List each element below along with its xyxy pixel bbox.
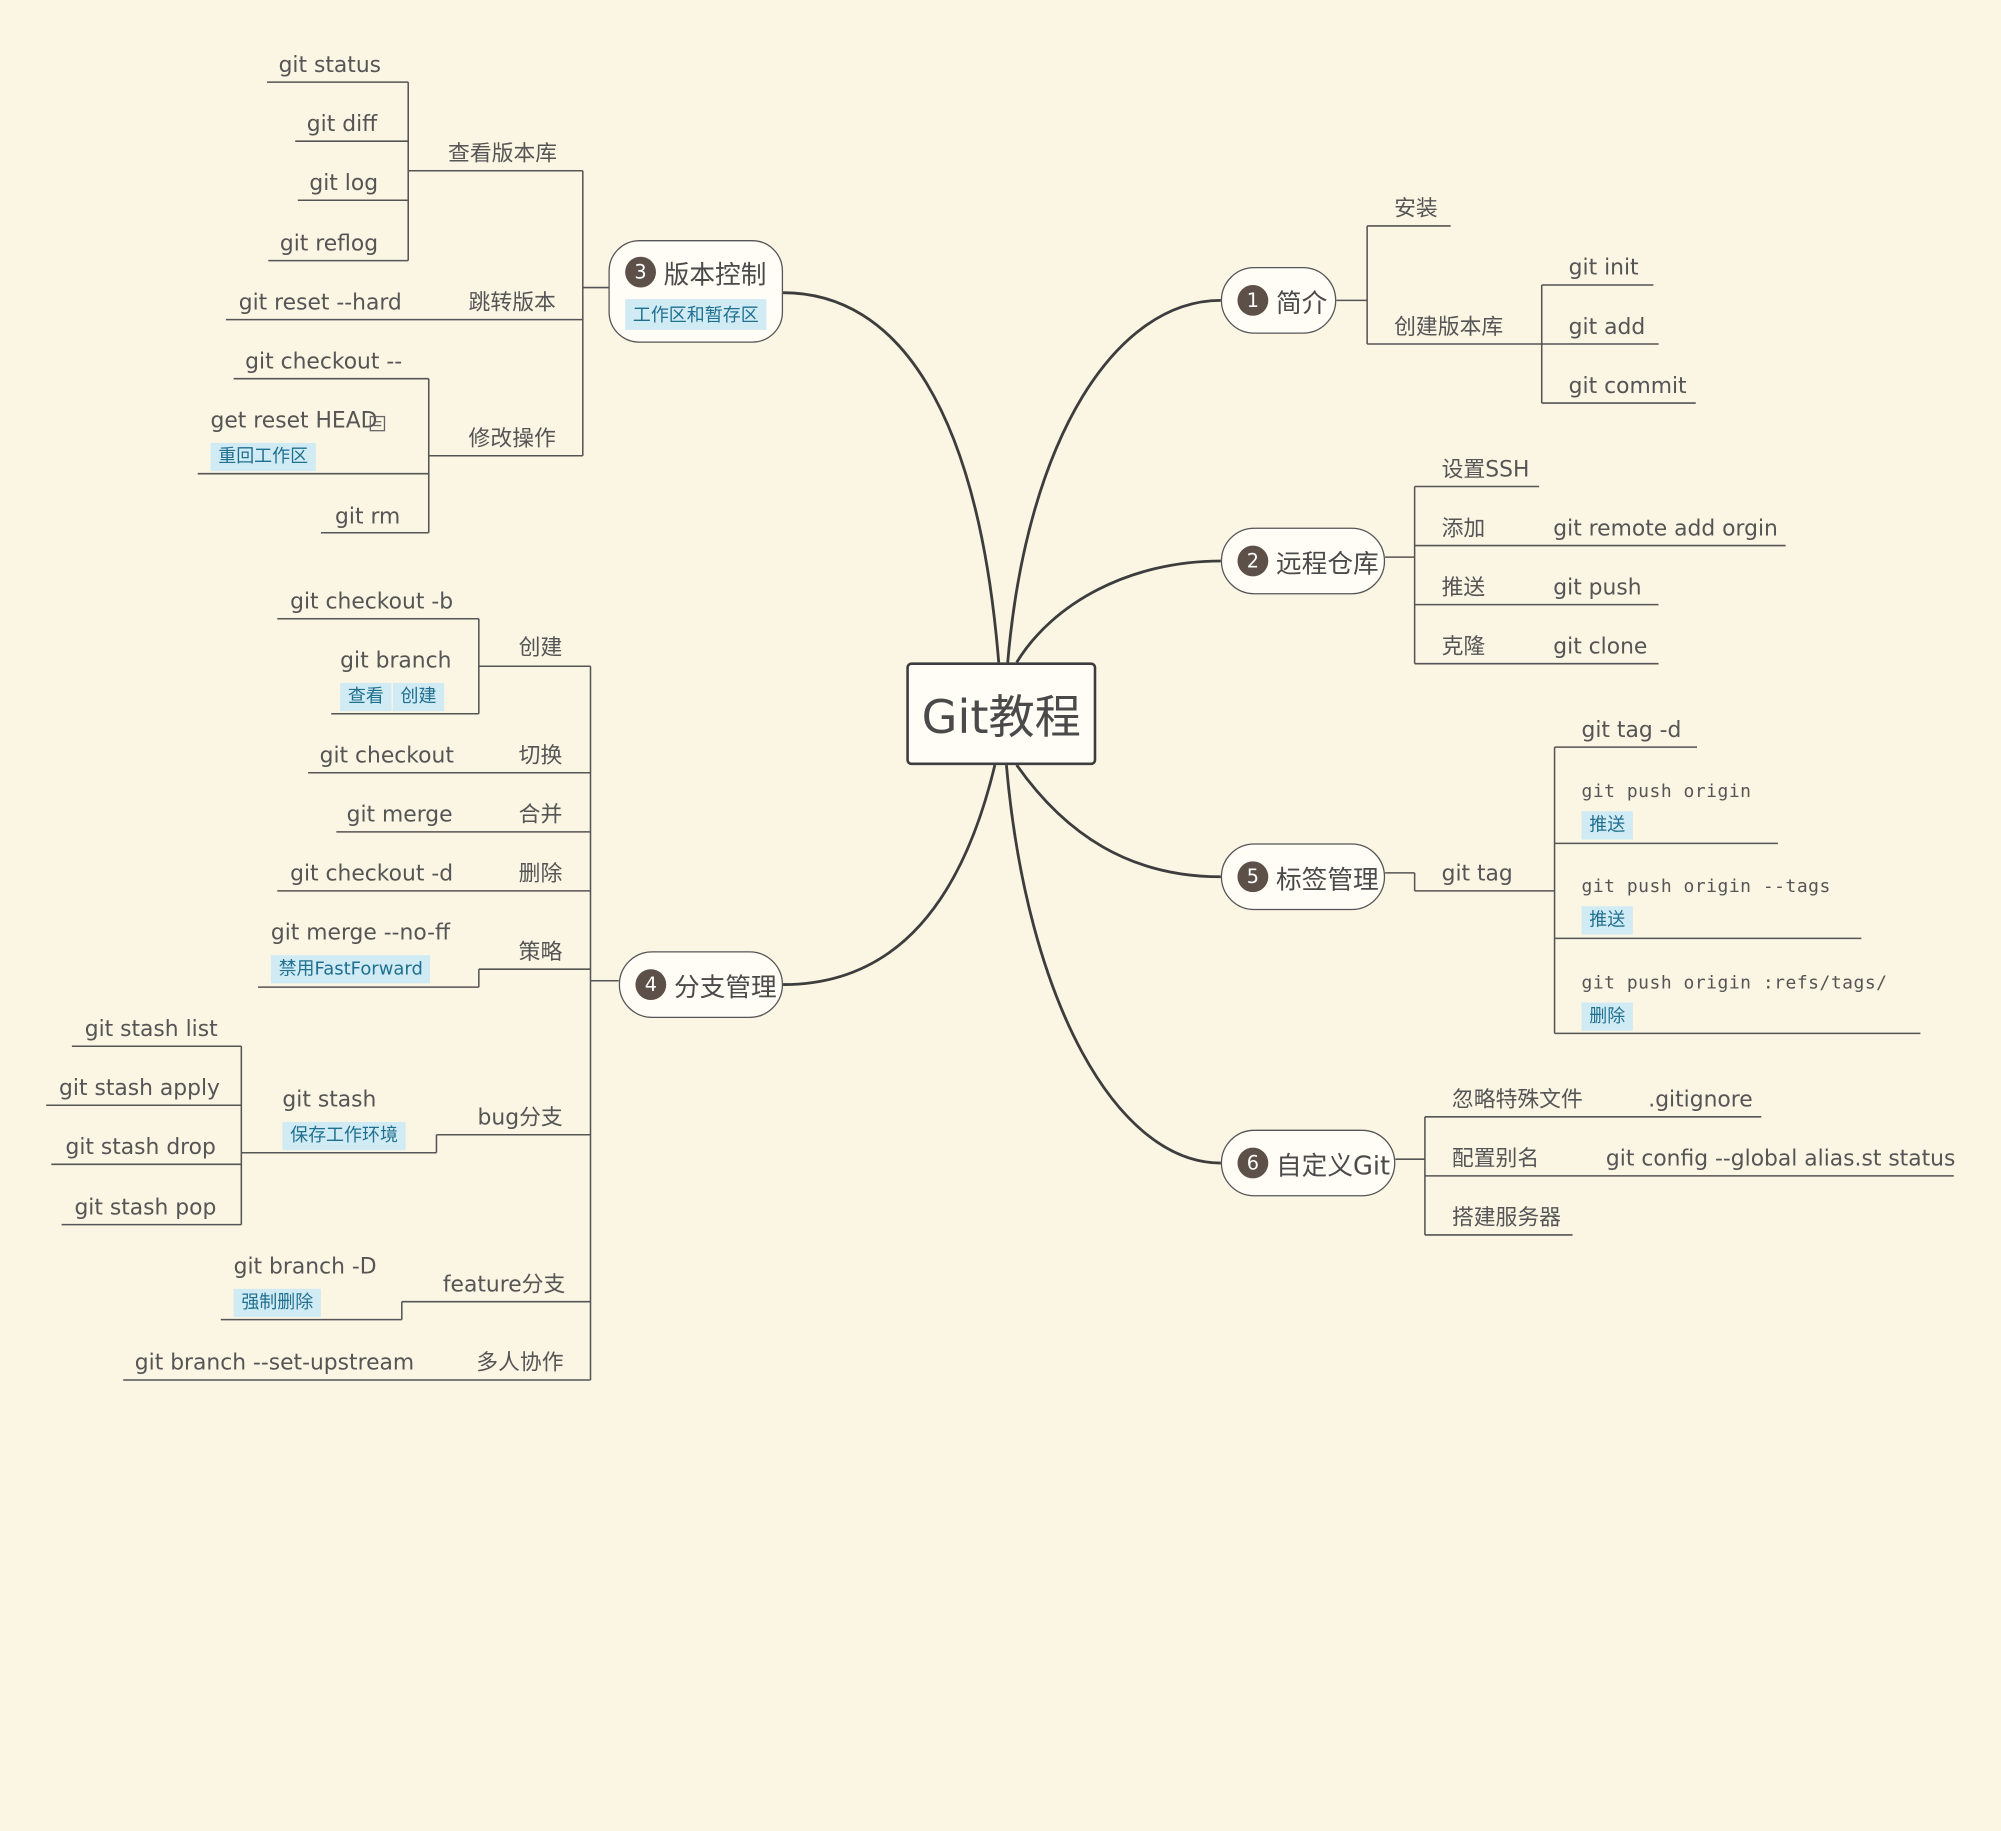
topic-git-checkout-d[interactable]: git checkout -d [290, 861, 454, 888]
branch-create-tag: 创建 [392, 682, 445, 712]
topic-git-add[interactable]: git add [1568, 314, 1646, 341]
topic-git-rm[interactable]: git rm [335, 504, 401, 531]
topic-git-push[interactable]: git push [1553, 575, 1642, 601]
topic-add-remote[interactable]: 添加 [1441, 516, 1486, 542]
topic-collaboration[interactable]: 多人协作 [476, 1350, 564, 1377]
topic-create-repo[interactable]: 创建版本库 [1394, 314, 1504, 341]
topic-git-push-tags[interactable]: git push origin --tags [1581, 876, 1831, 898]
topic-git-remote-add[interactable]: git remote add orgin [1553, 516, 1778, 542]
topic-create-branch[interactable]: 创建 [518, 635, 563, 662]
topic-install[interactable]: 安装 [1394, 196, 1438, 223]
topic-git-merge[interactable]: git merge [346, 802, 453, 828]
topic-git-checkout-b[interactable]: git checkout -b [290, 589, 454, 615]
topic-config-alias[interactable]: 配置别名 [1451, 1146, 1540, 1173]
central-topic[interactable]: Git教程 [906, 662, 1097, 766]
topic-git-init[interactable]: git init [1568, 255, 1639, 282]
topic-push[interactable]: 推送 [1441, 575, 1486, 601]
branch-version-control-label: 版本控制 [663, 258, 767, 290]
branch-branch-management-label: 分支管理 [673, 971, 777, 1002]
topic-git-tag-d[interactable]: git tag -d [1581, 717, 1682, 744]
topic-git-push-refs[interactable]: git push origin :refs/tags/ [1581, 973, 1888, 994]
branch-branch-management[interactable]: 4 分支管理 [618, 951, 784, 1018]
workspace-stage-tag: 工作区和暂存区 [625, 298, 767, 330]
branch-custom-git-label: 自定义Git [1275, 1149, 1391, 1181]
topic-git-config-alias[interactable]: git config --global alias.st status [1605, 1146, 1956, 1173]
branch-version-control[interactable]: 3 版本控制 工作区和暂存区 [608, 240, 784, 343]
topic-git-log[interactable]: git log [309, 170, 379, 197]
reset-head-tag: 重回工作区 [210, 442, 316, 472]
topic-ignore-files[interactable]: 忽略特殊文件 [1451, 1087, 1583, 1113]
topic-git-checkout[interactable]: git checkout [319, 743, 454, 769]
topic-jump-version[interactable]: 跳转版本 [468, 290, 556, 316]
topic-git-reflog[interactable]: git reflog [279, 231, 379, 257]
delete-tag-label: 删除 [1581, 1002, 1633, 1031]
topic-delete-branch[interactable]: 删除 [518, 861, 563, 888]
branch-view-tag: 查看 [340, 682, 392, 712]
branch-remote-repo-label: 远程仓库 [1275, 547, 1379, 579]
branch-tag-management[interactable]: 5 标签管理 [1220, 843, 1386, 911]
number-badge-4: 4 [635, 969, 667, 1001]
topic-git-merge-no-ff[interactable]: git merge --no-ff [270, 920, 451, 947]
topic-bug-branch[interactable]: bug分支 [477, 1105, 563, 1131]
topic-git-stash-pop[interactable]: git stash pop [74, 1195, 217, 1221]
topic-git-stash-apply[interactable]: git stash apply [59, 1075, 220, 1102]
topic-setup-server[interactable]: 搭建服务器 [1451, 1205, 1561, 1232]
topic-modify-ops[interactable]: 修改操作 [468, 426, 556, 452]
number-badge-2: 2 [1237, 545, 1269, 577]
topic-strategy[interactable]: 策略 [518, 939, 563, 966]
topic-reset-head[interactable]: get reset HEAD [210, 408, 378, 434]
topic-git-stash[interactable]: git stash [282, 1087, 377, 1113]
number-badge-6: 6 [1237, 1147, 1269, 1179]
topic-git-diff[interactable]: git diff [306, 111, 378, 138]
branch-intro-label: 简介 [1275, 286, 1328, 318]
topic-git-stash-drop[interactable]: git stash drop [65, 1134, 216, 1161]
branch-tag-management-label: 标签管理 [1275, 863, 1379, 895]
topic-git-tag[interactable]: git tag [1441, 861, 1513, 888]
number-badge-1: 1 [1237, 284, 1269, 316]
note-icon[interactable] [369, 415, 386, 432]
push-tag-label-2: 推送 [1581, 906, 1633, 935]
topic-clone[interactable]: 克隆 [1441, 634, 1486, 660]
topic-git-clone[interactable]: git clone [1553, 634, 1648, 660]
topic-git-set-upstream[interactable]: git branch --set-upstream [134, 1350, 415, 1377]
force-delete-tag: 强制删除 [233, 1288, 321, 1318]
save-env-tag: 保存工作环境 [282, 1121, 406, 1151]
branch-remote-repo[interactable]: 2 远程仓库 [1220, 527, 1386, 595]
branch-custom-git[interactable]: 6 自定义Git [1220, 1129, 1396, 1197]
topic-switch[interactable]: 切换 [518, 743, 563, 769]
topic-git-stash-list[interactable]: git stash list [84, 1016, 218, 1043]
no-fastforward-tag: 禁用FastForward [270, 955, 431, 984]
topic-view-repo[interactable]: 查看版本库 [448, 141, 558, 167]
topic-feature-branch[interactable]: feature分支 [442, 1272, 566, 1298]
topic-git-push-origin[interactable]: git push origin [1581, 781, 1752, 803]
topic-gitignore[interactable]: .gitignore [1648, 1087, 1753, 1113]
topic-git-checkout-dash[interactable]: git checkout -- [245, 349, 403, 375]
topic-git-commit[interactable]: git commit [1568, 373, 1687, 400]
number-badge-5: 5 [1237, 861, 1269, 893]
branch-intro[interactable]: 1 简介 [1220, 267, 1337, 334]
topic-git-reset-hard[interactable]: git reset --hard [238, 290, 402, 316]
connector-lines [46, 81, 1954, 1381]
topic-git-status[interactable]: git status [278, 52, 382, 79]
topic-git-branch-D[interactable]: git branch -D [233, 1254, 377, 1280]
topic-git-branch[interactable]: git branch [340, 648, 452, 674]
topic-setup-ssh[interactable]: 设置SSH [1441, 456, 1530, 483]
topic-merge[interactable]: 合并 [518, 802, 563, 828]
number-badge-3: 3 [625, 256, 656, 288]
push-tag-label-1: 推送 [1581, 811, 1633, 840]
